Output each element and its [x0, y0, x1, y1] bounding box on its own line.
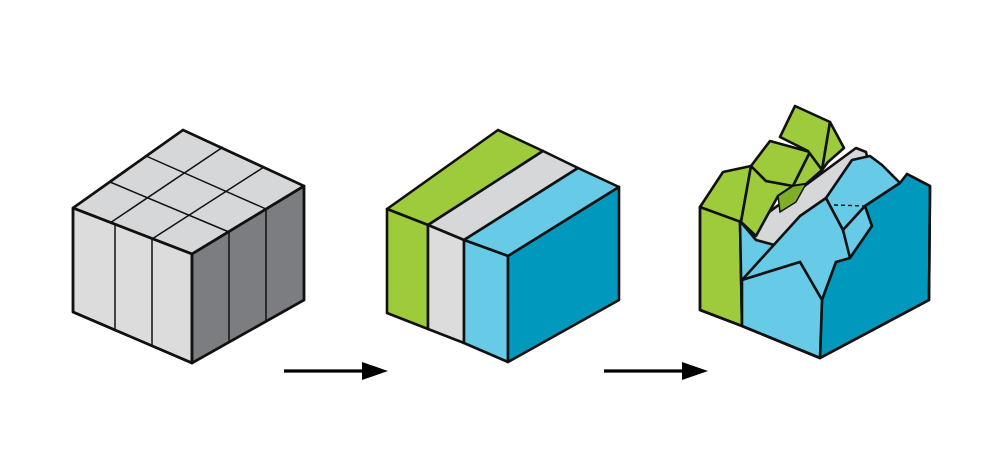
grid-block — [71, 128, 306, 365]
green-ridge-front — [698, 205, 744, 328]
arrow-2 — [604, 362, 708, 380]
green-stripe-front — [385, 207, 430, 331]
gray-stripe-front — [426, 223, 466, 345]
ridge-shadow — [777, 183, 808, 214]
sculpted-block — [698, 104, 932, 360]
blue-stripe-front — [462, 238, 510, 364]
blue-side-face — [506, 185, 621, 364]
green-ridge-peak-3-side — [820, 120, 846, 172]
arrow-1 — [284, 362, 388, 380]
striped-block — [385, 128, 621, 364]
